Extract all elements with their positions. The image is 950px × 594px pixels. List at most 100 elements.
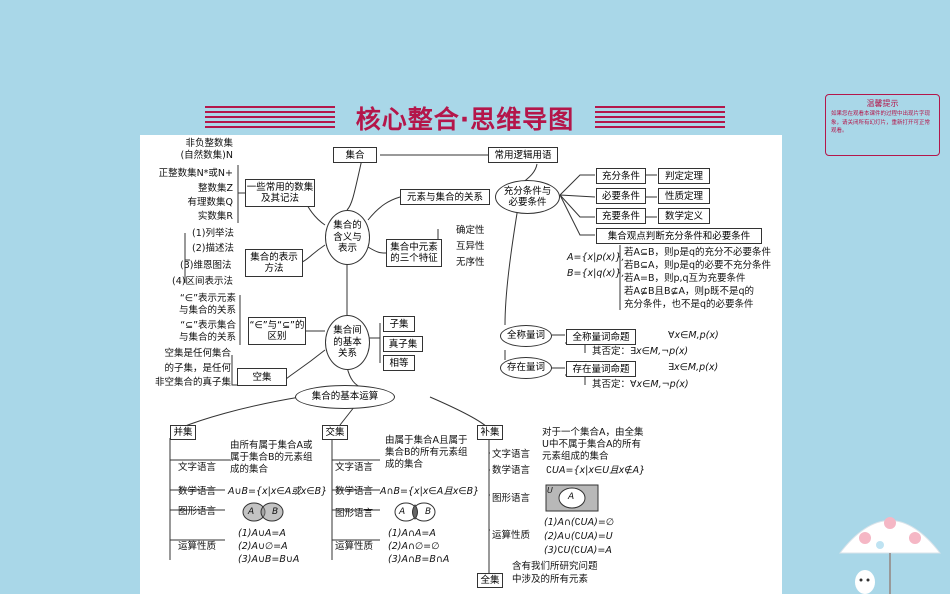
comp-label-fuhao: 数学语言 (492, 465, 531, 476)
comp-label-wenzi: 文字语言 (492, 449, 531, 460)
node-yunsuan: 集合的基本运算 (295, 385, 395, 409)
union-math: A∪B={x|x∈A或x∈B} (228, 486, 328, 497)
inter-text-1: 集合B的所有元素组 (385, 447, 468, 458)
node-xzdl: 性质定理 (658, 188, 710, 204)
node-cftj: 充分条件 (596, 168, 646, 184)
inter-prop-2: (3)A∩B=B∩A (388, 554, 450, 565)
node-biaoshi: 集合的表示方法 (245, 249, 303, 277)
comp-math: ∁UA={x|x∈U且x∉A} (546, 465, 646, 476)
node-pddl: 判定定理 (658, 168, 710, 184)
node-czlc: 存在量词 (500, 357, 552, 379)
node-zhenziji: 真子集 (383, 336, 423, 352)
inter-venn-b: B (425, 507, 432, 517)
tip-box: 温馨提示 如果您在观看本课件的过程中出现片字现象，请关闭所有幻灯片，重新打开可正… (825, 94, 940, 156)
node-ysgx: 元素与集合的关系 (400, 189, 490, 205)
node-quanji: 全集 (477, 573, 503, 588)
inter-label-fuhao: 数学语言 (335, 486, 374, 497)
comp-venn-u: U (547, 486, 553, 495)
setdef-1: B={x|q(x)}, (567, 268, 625, 279)
title-decor-right (595, 106, 725, 128)
node-tezheng: 集合中元素的三个特征 (386, 239, 442, 267)
setdef-0: A={x|p(x)}, (567, 252, 625, 263)
node-cfbb: 充分条件与必要条件 (495, 180, 560, 214)
comp-text-2: 元素组成的集合 (542, 451, 609, 462)
union-label-tuxing: 图形语言 (178, 506, 217, 517)
numset-4: 有理数集Q (187, 197, 233, 208)
inter-math: A∩B={x|x∈A且x∈B} (380, 486, 480, 497)
node-in-sub: “∈”与“⊆”的区别 (248, 317, 306, 345)
node-shuji: 一些常用的数集及其记法 (245, 179, 315, 207)
method-3: (4)区间表示法 (172, 276, 233, 287)
tip-title: 温馨提示 (866, 99, 899, 108)
inter-prop-0: (1)A∩A=A (388, 528, 436, 539)
method-2: (3)维恩图法 (180, 260, 232, 271)
empty-0: 空集是任何集合 (164, 348, 231, 359)
comp-prop-2: (3)∁U(∁UA)=A (544, 545, 612, 556)
cond-4: 充分条件，也不是q的必要条件 (624, 299, 754, 310)
title-decor-left (205, 106, 335, 128)
method-0: (1)列举法 (192, 228, 234, 239)
node-czmt: 存在量词命题 (566, 361, 636, 377)
quant-all: ∀x∈M,p(x) (668, 330, 719, 341)
node-kongji: 空集 (237, 368, 287, 386)
inter-label-wenzi: 文字语言 (335, 462, 374, 473)
mind-map: 集合 常用逻辑用语 非负整数集 (自然数集)N 正整数集N*或N+ 整数集Z 有… (140, 135, 782, 594)
node-jihe: 集合 (333, 147, 377, 163)
quant-neg-exists: ∀x∈M,¬p(x) (630, 379, 689, 390)
union-label-fuhao: 数学语言 (178, 486, 217, 497)
mind-map-lines (169, 154, 657, 575)
numset-5: 实数集R (197, 211, 233, 222)
quant-neg-all: ∃x∈M,¬p(x) (630, 346, 689, 357)
relnote-1: 与集合的关系 (178, 305, 236, 316)
cond-2: 若A=B，则p,q互为充要条件 (624, 273, 746, 284)
quanji-desc-1: 中涉及的所有元素 (512, 574, 589, 585)
union-text-2: 成的集合 (230, 464, 269, 475)
umbrella-decoration (838, 517, 942, 594)
relnote-2: “⊆”表示集合 (180, 320, 236, 331)
union-prop-0: (1)A∪A=A (238, 528, 286, 539)
method-1: (2)描述法 (192, 243, 234, 254)
node-jiaoji: 交集 (322, 425, 348, 440)
numset-3: 整数集Z (197, 183, 233, 194)
inter-label-tuxing: 图形语言 (335, 508, 374, 519)
relnote-3: 与集合的关系 (178, 332, 236, 343)
union-venn-b: B (272, 507, 279, 517)
page-title-area: 核心整合·思维导图 (205, 100, 725, 134)
comp-prop-1: (2)A∪(∁UA)=U (544, 531, 613, 542)
union-text-0: 由所有属于集合A或 (230, 440, 313, 451)
tip-body: 如果您在观看本课件的过程中出现片字现象，请关闭所有幻灯片，重新打开可正常观看。 (831, 111, 931, 134)
quant-neg-exists-label: 其否定： (592, 379, 631, 390)
union-venn-a: A (248, 507, 255, 517)
inter-text-2: 成的集合 (385, 459, 424, 470)
node-jhgd: 集合观点判断充分条件和必要条件 (596, 228, 762, 244)
comp-text-1: U中不属于集合A的所有 (542, 439, 641, 450)
quant-neg-all-label: 其否定： (592, 346, 631, 357)
comp-prop-0: (1)A∩(∁UA)=∅ (544, 517, 615, 528)
relnote-0: “∈”表示元素 (179, 293, 236, 304)
feature-hyx: 互异性 (456, 241, 485, 252)
cond-0: 若A⊆B，则p是q的充分不必要条件 (624, 247, 772, 258)
comp-text-0: 对于一个集合A，由全集 (542, 427, 644, 438)
empty-1: 的子集，是任何 (164, 363, 231, 374)
node-bytj: 必要条件 (596, 188, 646, 204)
node-hanyi: 集合的含义与表示 (325, 210, 370, 265)
feature-qdx: 确定性 (456, 225, 485, 236)
node-bingji: 并集 (170, 425, 196, 440)
empty-2: 非空集合的真子集 (154, 377, 231, 388)
cond-1: 若B⊆A，则p是q的必要不充分条件 (624, 260, 772, 271)
numset-0: 非负整数集 (185, 138, 233, 149)
inter-prop-1: (2)A∩∅=∅ (388, 541, 440, 552)
quanji-desc-0: 含有我们所研究问题 (512, 561, 598, 572)
quant-exists: ∃x∈M,p(x) (668, 362, 719, 373)
node-changyong: 常用逻辑用语 (488, 147, 558, 163)
cond-3: 若A⊈B且B⊈A，则p既不是q的 (624, 286, 755, 297)
node-ziji: 子集 (383, 316, 415, 332)
inter-label-xingzhi: 运算性质 (335, 541, 374, 552)
inter-venn-a: A (399, 507, 406, 517)
union-prop-2: (3)A∪B=B∪A (238, 554, 300, 565)
inter-text-0: 由属于集合A且属于 (385, 435, 468, 446)
node-jbgx: 集合间的基本关系 (325, 315, 370, 370)
numset-1: (自然数集)N (180, 150, 233, 161)
comp-label-tuxing: 图形语言 (492, 493, 531, 504)
union-text-1: 属于集合B的元素组 (230, 452, 313, 463)
